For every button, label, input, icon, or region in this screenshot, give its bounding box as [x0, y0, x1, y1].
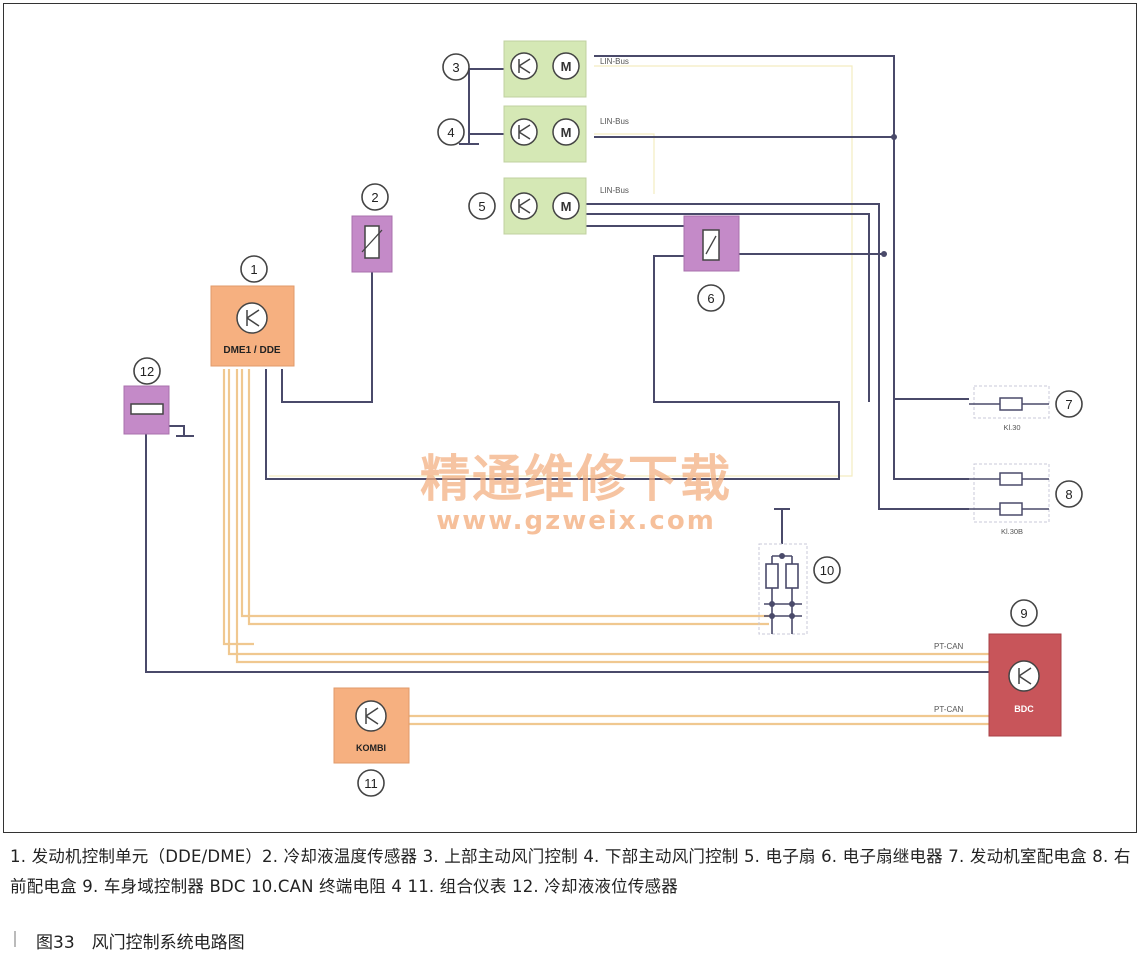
figure-title: 图33 风门控制系统电路图	[36, 933, 245, 953]
watermark-chinese: 精通维修下载	[420, 450, 732, 508]
junction-dots	[769, 134, 897, 619]
figure-caption: 1. 发动机控制单元（DDE/DME）2. 冷却液温度传感器 3. 上部主动风门…	[10, 847, 1131, 896]
callout-9	[1010, 599, 1038, 627]
callout-10	[813, 556, 841, 584]
module-2-coolant-temp-sensor: 2	[351, 183, 393, 273]
callout-6-text: 6	[707, 291, 714, 306]
module-11-kombi: KOMBI 11	[333, 687, 410, 797]
bdc-label: BDC	[1014, 704, 1034, 714]
callout-12-text: 12	[140, 364, 154, 379]
callout-2	[361, 183, 389, 211]
callout-11-text: 11	[364, 776, 378, 791]
can-terminal-resistor-10: 10	[758, 543, 841, 635]
callout-1-text: 1	[250, 262, 257, 277]
module-9-bdc: BDC 9 PT-CAN PT-CAN	[934, 599, 1062, 737]
module-5-electronic-fan: M LIN-Bus 5	[468, 177, 629, 235]
module-1-dme-dde: DME1 / DDE 1	[210, 255, 295, 367]
callout-8-text: 8	[1065, 487, 1072, 502]
watermark-url: www.gzweix.com	[436, 506, 716, 536]
callout-7-text: 7	[1065, 397, 1072, 412]
module-4-lower-shutter: M LIN-Bus 4	[437, 105, 629, 163]
callout-5-text: 5	[478, 199, 485, 214]
callout-6	[697, 284, 725, 312]
callout-5	[468, 192, 496, 220]
callout-2-text: 2	[371, 190, 378, 205]
lin-bus-label-3: LIN-Bus	[600, 57, 629, 66]
callout-10-text: 10	[820, 563, 834, 578]
kombi-label: KOMBI	[356, 743, 386, 753]
callout-8	[1055, 480, 1083, 508]
pt-can-label-1: PT-CAN	[934, 642, 964, 651]
signal-wires	[145, 55, 989, 673]
kl30b-label: Kl.30B	[1001, 527, 1023, 536]
callout-3	[442, 53, 470, 81]
faint-guide-lines	[269, 65, 853, 477]
module-7-engine-fuse-box: Kl.30 7	[969, 385, 1083, 432]
callout-1	[240, 255, 268, 283]
callout-9-text: 9	[1020, 606, 1027, 621]
can-bus-wires	[222, 369, 989, 726]
pt-can-label-2: PT-CAN	[934, 705, 964, 714]
callout-3-text: 3	[452, 60, 459, 75]
lin-bus-label-4: LIN-Bus	[600, 117, 629, 126]
module-6-fan-relay: 6	[683, 215, 740, 312]
callout-11	[357, 769, 385, 797]
figure-title-mark	[14, 931, 16, 947]
callout-7	[1055, 390, 1083, 418]
dme-label: DME1 / DDE	[223, 345, 281, 356]
module-12-coolant-level-sensor: 12	[123, 357, 170, 435]
motor-symbol-4: M	[561, 125, 572, 140]
motor-symbol-5: M	[561, 199, 572, 214]
diagram-frame: 10 M LIN-Bus 3 M LIN-Bus 4 M LIN-Bus 5	[3, 3, 1137, 833]
module-3-upper-shutter: M LIN-Bus 3	[442, 40, 629, 98]
lin-bus-label-5: LIN-Bus	[600, 186, 629, 195]
motor-symbol-3: M	[561, 59, 572, 74]
callout-4-text: 4	[447, 125, 454, 140]
callout-4	[437, 118, 465, 146]
circuit-diagram: 10 M LIN-Bus 3 M LIN-Bus 4 M LIN-Bus 5	[123, 40, 1083, 797]
module-8-right-front-fuse-box: Kl.30B 8	[969, 463, 1083, 536]
callout-12	[133, 357, 161, 385]
kl30-label: Kl.30	[1003, 423, 1020, 432]
